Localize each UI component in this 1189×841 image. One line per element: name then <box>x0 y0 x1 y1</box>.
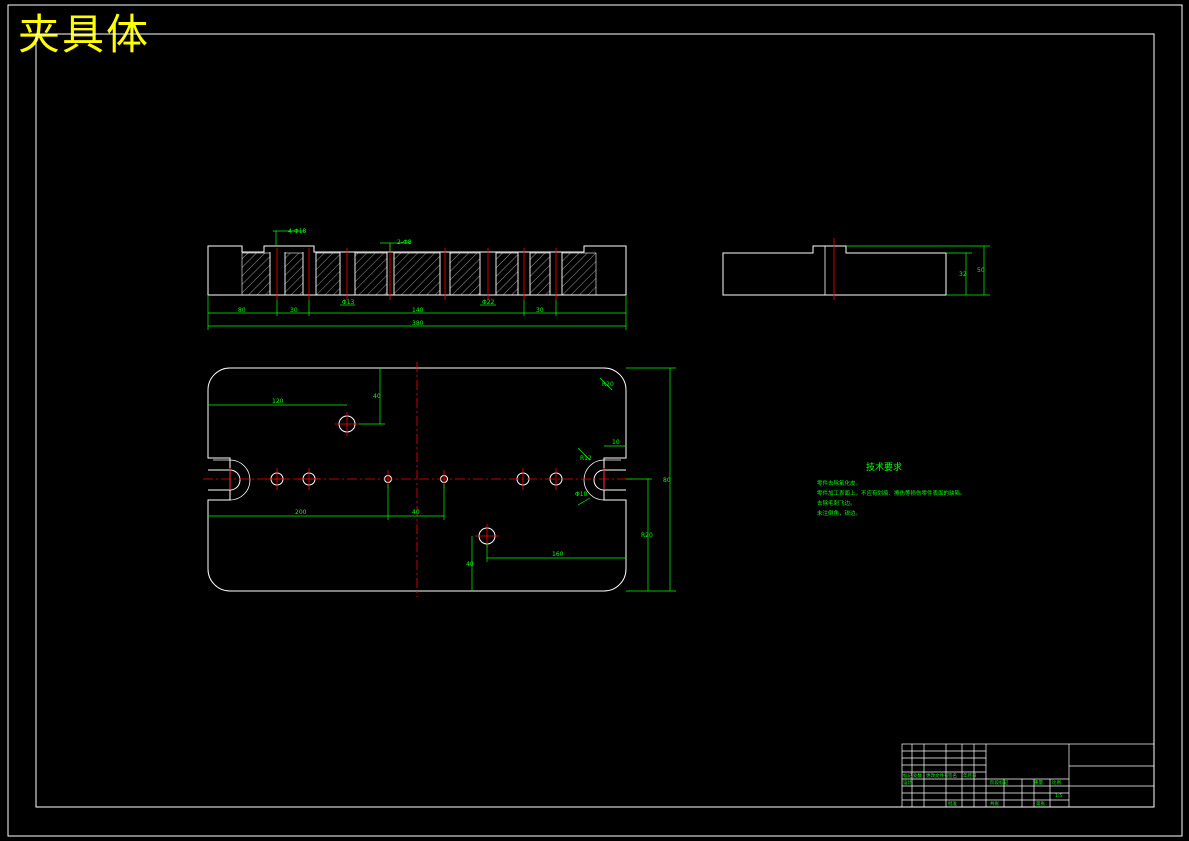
technical-requirements: 技术要求 零件去除氧化皮。 零件加工表面上，不应有划痕、擦伤等损伤零件表面的缺陷… <box>817 461 966 517</box>
hatch-region <box>561 252 597 296</box>
dim-label: 40 <box>373 393 381 400</box>
hatch-region <box>393 252 441 296</box>
hatch-region <box>354 252 388 296</box>
hatch-region <box>315 252 341 296</box>
u-slot-left <box>208 469 241 491</box>
dim-label: R20 <box>641 532 653 539</box>
front-section-view: 4-Φ18 2-Φ8 80 30 Φ13 140 Φ22 30 380 <box>207 228 627 330</box>
tb-label: 共张 <box>990 800 999 807</box>
hatch-region <box>529 252 551 296</box>
dim-label: 10 <box>612 439 620 446</box>
dim-label: 30 <box>536 307 544 314</box>
dim-label: 80 <box>663 477 671 484</box>
tb-scale: 1:5 <box>1055 793 1062 799</box>
dim-label: 50 <box>977 267 985 274</box>
tech-req-heading: 技术要求 <box>866 461 902 473</box>
dim-label: 4-Φ18 <box>288 228 307 235</box>
dim-label: R12 <box>580 455 592 462</box>
tb-label: 设计 <box>903 779 912 786</box>
dim-label: Φ10 <box>575 491 588 498</box>
tb-label: 阶段标记 <box>990 779 1008 786</box>
outer-border <box>7 4 1183 837</box>
tb-label: 比例 <box>1052 779 1061 786</box>
dim-label: 2-Φ8 <box>397 239 412 246</box>
plan-view: R20 120 40 10 200 40 160 80 R12 Φ10 R20 … <box>203 362 676 597</box>
tech-req-item: 去除毛刺飞边。 <box>817 499 856 507</box>
tech-req-item: 零件去除氧化皮。 <box>817 479 861 487</box>
tb-label: 更改文件号 <box>926 772 949 779</box>
dim-label: Φ22 <box>482 299 495 306</box>
tech-req-item: 零件加工表面上，不应有划痕、擦伤等损伤零件表面的缺陷。 <box>817 489 966 497</box>
title-block <box>901 743 1155 808</box>
hatch-region <box>284 252 304 296</box>
dim-label: 120 <box>272 398 284 405</box>
title-block-labels: 标记 处数 更改文件号 签名 年月日 设计 批准 阶段标记 重量 比例 1:5 … <box>903 772 1062 807</box>
inner-border <box>35 33 1155 808</box>
tb-label: 批准 <box>948 800 957 807</box>
side-view: 32 50 <box>722 238 990 300</box>
dim-label: 160 <box>552 551 564 558</box>
plan-outline <box>207 367 627 592</box>
tb-label: 第张 <box>1036 800 1045 807</box>
dim-label: 40 <box>466 561 474 568</box>
dim-label: 30 <box>290 307 298 314</box>
tb-label: 处数 <box>913 772 922 779</box>
side-view-outline <box>722 245 947 296</box>
dim-label: 40 <box>412 509 420 516</box>
tb-label: 签名 <box>948 772 957 779</box>
tb-label: 年月日 <box>963 772 977 779</box>
hatch-region <box>495 252 519 296</box>
tb-label: 重量 <box>1034 779 1043 786</box>
dim-label: 80 <box>238 307 246 314</box>
dim-label: R20 <box>602 381 614 388</box>
dim-label: 140 <box>412 307 424 314</box>
tech-req-item: 未注倒角，锐边。 <box>817 509 861 517</box>
dim-label-overall: 380 <box>412 320 424 327</box>
u-slot-right <box>593 469 626 491</box>
dim-label: 32 <box>959 271 967 278</box>
tb-label: 标记 <box>903 772 912 779</box>
dim-label: 200 <box>295 509 307 516</box>
dim-label: Φ13 <box>342 299 355 306</box>
hatch-region <box>449 252 481 296</box>
hatch-region <box>241 252 271 296</box>
